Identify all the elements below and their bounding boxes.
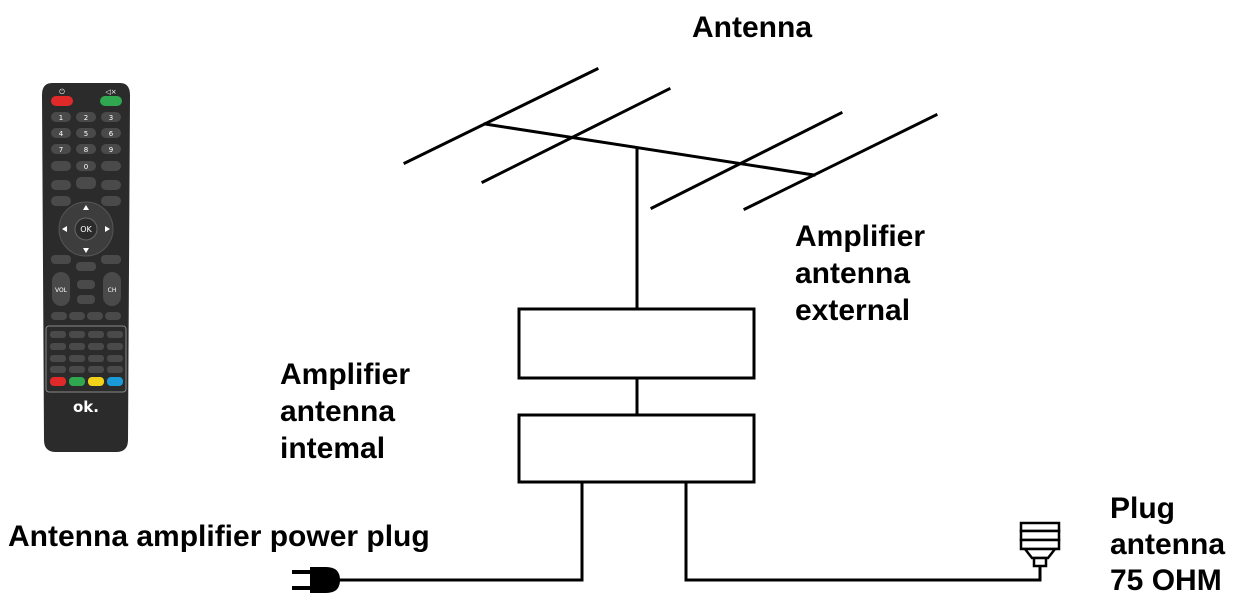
digit-8: 8	[84, 146, 88, 154]
plug-antenna-line-1: Plug	[1110, 492, 1175, 525]
antenna-element-3	[649, 110, 844, 211]
digit-1: 1	[59, 114, 63, 122]
green-button	[69, 377, 85, 386]
remote-control: ⏻ ◁× 1 2 3 4 5 6 7 8 9 0 OK	[42, 83, 130, 452]
vol-rocker	[52, 272, 70, 306]
svg-text:⏻: ⏻	[59, 88, 65, 96]
ok-button	[74, 217, 98, 241]
antenna-cable	[684, 480, 1042, 582]
amplifier-external-line-2: antenna	[795, 257, 911, 290]
plug-antenna-line-3: 75 OHM	[1110, 564, 1222, 597]
amplifier-external-label: Amplifier antenna external	[795, 218, 925, 329]
amplifier-external-box	[517, 307, 756, 380]
antenna-element-2	[480, 86, 672, 185]
antenna-boom	[483, 122, 816, 177]
power-plug-label: Antenna amplifier power plug	[8, 520, 430, 553]
antenna-element-4	[742, 112, 939, 212]
amplifier-internal-line-3: intemal	[280, 432, 386, 465]
blue-button	[107, 377, 123, 386]
digit-6: 6	[109, 130, 114, 138]
amplifier-external-line-3: external	[795, 294, 911, 327]
plug-antenna-line-2: antenna	[1110, 528, 1226, 561]
digit-3: 3	[109, 114, 113, 122]
red-button	[50, 377, 66, 386]
digit-9: 9	[109, 146, 113, 154]
mute-button	[100, 96, 122, 106]
digit-4: 4	[59, 130, 64, 138]
amplifier-external-line-1: Amplifier	[795, 220, 926, 253]
power-cable	[338, 480, 584, 582]
amplifier-internal-line-2: antenna	[280, 395, 396, 428]
coax-plug-icon	[1019, 521, 1061, 568]
svg-text:◁×: ◁×	[105, 88, 116, 96]
ok-label: OK	[80, 225, 92, 234]
ch-rocker	[103, 272, 121, 306]
antenna-label: Antenna	[692, 11, 812, 44]
remote-brand: ok.	[73, 398, 99, 416]
lower-key-panel	[45, 325, 127, 393]
plug-antenna-label: Plug antenna 75 OHM	[1110, 491, 1225, 599]
yellow-button	[88, 377, 104, 386]
power-button	[51, 96, 73, 106]
digit-5: 5	[84, 130, 88, 138]
digit-7: 7	[59, 146, 63, 154]
power-plug-icon	[292, 567, 340, 593]
svg-text:VOL: VOL	[55, 287, 68, 294]
antenna-element-1	[402, 66, 600, 166]
digit-0: 0	[84, 163, 88, 171]
digit-2: 2	[84, 114, 88, 122]
svg-text:CH: CH	[108, 287, 117, 294]
amplifier-internal-box	[517, 413, 756, 484]
amplifier-internal-line-1: Amplifier	[280, 358, 411, 391]
amplifier-internal-label: Amplifier antenna intemal	[280, 356, 410, 467]
